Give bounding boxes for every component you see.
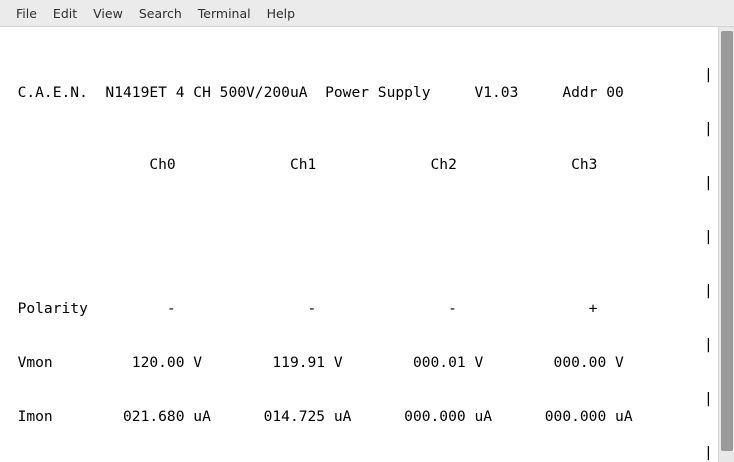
border-char: | [704, 336, 713, 353]
menu-item-terminal[interactable]: Terminal [197, 5, 251, 21]
menu-item-edit[interactable]: Edit [52, 5, 78, 21]
row-vmon-text: Vmon 120.00 V 119.91 V 000.01 V 000.00 V [0, 354, 624, 371]
border-char: | [704, 174, 713, 191]
row-imon: Imon 021.680 uA 014.725 uA 000.000 uA 00… [0, 408, 716, 426]
border-char: | [704, 120, 713, 137]
border-char: | [704, 444, 713, 461]
border-char: | [704, 228, 713, 245]
terminal-text-grid: C.A.E.N. N1419ET 4 CH 500V/200uA Power S… [0, 27, 716, 462]
menu-bar: File Edit View Search Terminal Help [0, 0, 734, 27]
border-char: | [704, 390, 713, 407]
border-char: | [704, 66, 713, 83]
channel-header-line: Ch0 Ch1 Ch2 Ch3 [0, 156, 716, 174]
row-polarity: Polarity - - - + [0, 300, 716, 318]
blank-line-1 [0, 228, 716, 246]
right-border-column: | | | | | | | | | | | | | | | | | | | | … [704, 27, 718, 462]
row-polarity-text: Polarity - - - + [0, 300, 598, 317]
terminal-scrollbar[interactable] [718, 27, 734, 462]
channel-header-text: Ch0 Ch1 Ch2 Ch3 [0, 156, 598, 173]
row-vmon: Vmon 120.00 V 119.91 V 000.01 V 000.00 V [0, 354, 716, 372]
border-char: | [704, 282, 713, 299]
menu-item-file[interactable]: File [16, 5, 37, 21]
menu-item-search[interactable]: Search [138, 5, 182, 21]
scrollbar-thumb[interactable] [721, 31, 733, 451]
device-header-line: C.A.E.N. N1419ET 4 CH 500V/200uA Power S… [0, 84, 716, 102]
terminal-screen[interactable]: C.A.E.N. N1419ET 4 CH 500V/200uA Power S… [0, 27, 734, 462]
row-imon-text: Imon 021.680 uA 014.725 uA 000.000 uA 00… [0, 408, 633, 425]
device-header-text: C.A.E.N. N1419ET 4 CH 500V/200uA Power S… [0, 84, 624, 101]
menu-item-view[interactable]: View [93, 5, 123, 21]
menu-item-help[interactable]: Help [266, 5, 296, 21]
